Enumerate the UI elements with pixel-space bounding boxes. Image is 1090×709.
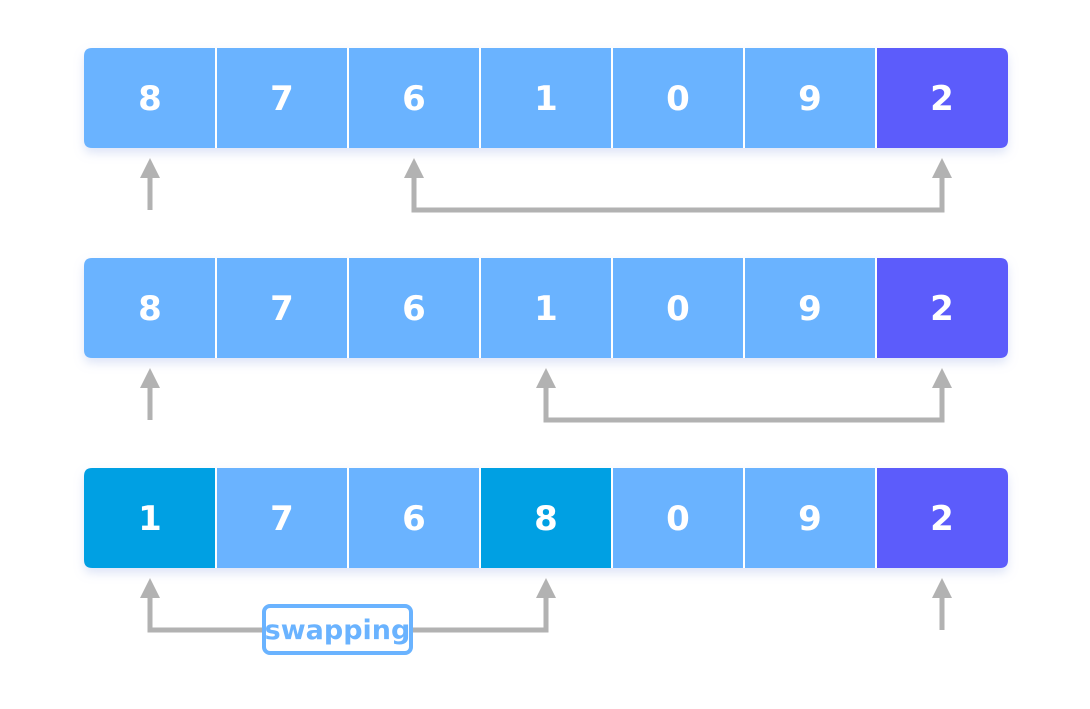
cell-value: 7 bbox=[270, 289, 294, 329]
swapped-cell bbox=[84, 468, 216, 568]
pivot-arrow-head bbox=[932, 368, 952, 388]
cell-value: 9 bbox=[798, 289, 822, 329]
pointer-arrow-head bbox=[140, 368, 160, 388]
pivot-arrow-head bbox=[932, 158, 952, 178]
row-arrows bbox=[140, 158, 952, 213]
array-rows: 8 7 6 1 0 9 2 8 7 6 1 0 9 2 1 7 6 8 0 9 2 bbox=[84, 48, 1008, 568]
row-arrows bbox=[140, 368, 952, 423]
cell-value: 9 bbox=[798, 79, 822, 119]
array-cell bbox=[612, 468, 744, 568]
pivot-cell bbox=[876, 468, 1008, 568]
array-cell bbox=[84, 258, 216, 358]
array-row bbox=[84, 48, 1008, 148]
cell-value: 7 bbox=[270, 499, 294, 539]
cell-value: 1 bbox=[534, 79, 558, 119]
cell-value: 8 bbox=[138, 79, 162, 119]
cell-value: 0 bbox=[666, 79, 690, 119]
pointer-arrows bbox=[140, 158, 952, 633]
scan-arrow-head bbox=[536, 578, 556, 598]
array-cell bbox=[84, 48, 216, 148]
array-cell bbox=[348, 258, 480, 358]
array-cell bbox=[480, 258, 612, 358]
cell-value: 8 bbox=[534, 499, 558, 539]
swapped-cell bbox=[480, 468, 612, 568]
cell-value: 2 bbox=[930, 499, 954, 539]
array-cell bbox=[480, 48, 612, 148]
array-row bbox=[84, 468, 1008, 568]
cell-value: 1 bbox=[534, 289, 558, 329]
pointer-arrow-head bbox=[140, 158, 160, 178]
scan-arrow-head bbox=[536, 368, 556, 388]
cell-value: 1 bbox=[138, 499, 162, 539]
row-arrows bbox=[140, 578, 952, 633]
cell-value: 6 bbox=[402, 499, 426, 539]
cell-value: 0 bbox=[666, 499, 690, 539]
cell-value: 7 bbox=[270, 79, 294, 119]
cell-value: 8 bbox=[138, 289, 162, 329]
scan-arrow-head bbox=[404, 158, 424, 178]
array-cell bbox=[612, 48, 744, 148]
cell-value: 6 bbox=[402, 79, 426, 119]
swap-label-box bbox=[262, 604, 413, 655]
array-cell bbox=[348, 468, 480, 568]
array-cell bbox=[744, 48, 876, 148]
cell-value: 9 bbox=[798, 499, 822, 539]
pivot-cell bbox=[876, 48, 1008, 148]
cell-value: 2 bbox=[930, 79, 954, 119]
swap-label-group: swapping bbox=[262, 604, 413, 655]
array-row bbox=[84, 258, 1008, 358]
array-cell bbox=[744, 258, 876, 358]
pointer-arrow-head bbox=[140, 578, 160, 598]
array-cell bbox=[216, 468, 348, 568]
cell-value: 6 bbox=[402, 289, 426, 329]
cell-value: 2 bbox=[930, 289, 954, 329]
cell-value: 0 bbox=[666, 289, 690, 329]
pivot-arrow-head bbox=[932, 578, 952, 598]
pivot-cell bbox=[876, 258, 1008, 358]
array-cell bbox=[216, 48, 348, 148]
array-cell bbox=[744, 468, 876, 568]
swap-label: swapping bbox=[265, 615, 411, 646]
array-cell bbox=[348, 48, 480, 148]
array-cell bbox=[216, 258, 348, 358]
array-cell bbox=[612, 258, 744, 358]
